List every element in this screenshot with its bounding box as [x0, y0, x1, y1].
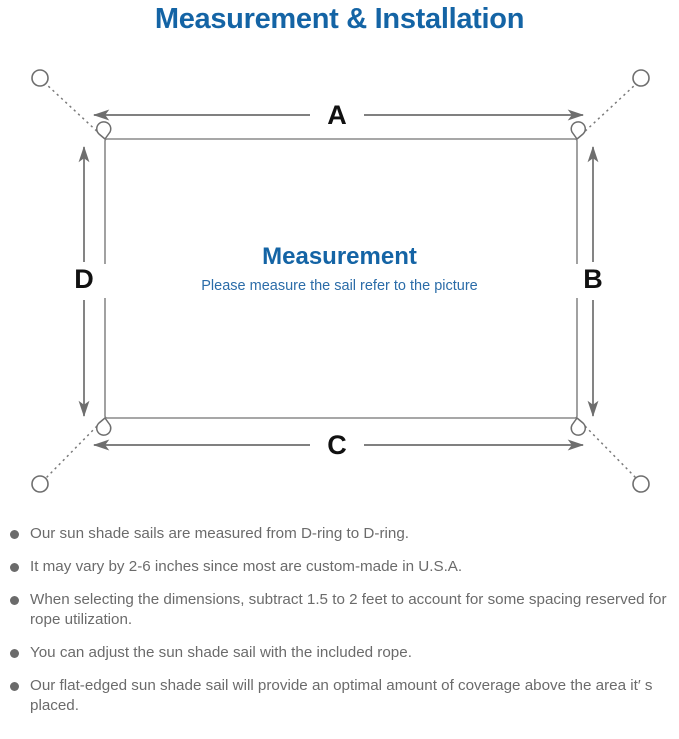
rope-top-left	[45, 83, 102, 136]
dimension-label-a: A	[312, 100, 362, 130]
bullet-icon	[10, 596, 19, 605]
bullet-icon	[10, 563, 19, 572]
anchor-top-right-icon	[632, 69, 650, 87]
dimension-label-c: C	[312, 430, 362, 460]
diagram-svg	[31, 69, 650, 493]
rope-bottom-left	[45, 421, 102, 479]
sail-measurement-diagram: Measurement Please measure the sail refe…	[0, 44, 679, 514]
anchor-bottom-left-icon	[31, 475, 49, 493]
sail-caption-title: Measurement	[262, 243, 417, 270]
anchor-top-left-icon	[31, 69, 49, 87]
list-item: Our flat-edged sun shade sail will provi…	[0, 676, 679, 716]
bullet-icon	[10, 649, 19, 658]
d-ring-bottom-left-icon	[96, 416, 112, 436]
rope-bottom-right	[580, 421, 637, 479]
note-text: Our flat-edged sun shade sail will provi…	[30, 677, 653, 714]
page-title: Measurement & Installation	[154, 3, 525, 35]
d-ring-top-right-icon	[570, 121, 586, 141]
bullet-icon	[10, 682, 19, 691]
list-item: When selecting the dimensions, subtract …	[0, 590, 679, 630]
dimension-label-b: B	[569, 264, 617, 298]
list-item: It may vary by 2-6 inches since most are…	[0, 557, 679, 577]
anchor-bottom-right-icon	[632, 475, 650, 493]
sail-caption-subtitle: Please measure the sail refer to the pic…	[201, 278, 478, 294]
list-item: Our sun shade sails are measured from D-…	[0, 524, 679, 544]
notes-list: Our sun shade sails are measured from D-…	[0, 524, 679, 729]
list-item: You can adjust the sun shade sail with t…	[0, 643, 679, 663]
note-text: It may vary by 2-6 inches since most are…	[30, 558, 463, 575]
bullet-icon	[10, 530, 19, 539]
d-ring-bottom-right-icon	[570, 416, 586, 436]
note-text: When selecting the dimensions, subtract …	[30, 591, 667, 628]
rope-top-right	[580, 83, 637, 136]
note-text: You can adjust the sun shade sail with t…	[30, 644, 412, 661]
note-text: Our sun shade sails are measured from D-…	[30, 525, 409, 542]
d-ring-top-left-icon	[96, 121, 112, 141]
dimension-label-d: D	[60, 264, 108, 298]
